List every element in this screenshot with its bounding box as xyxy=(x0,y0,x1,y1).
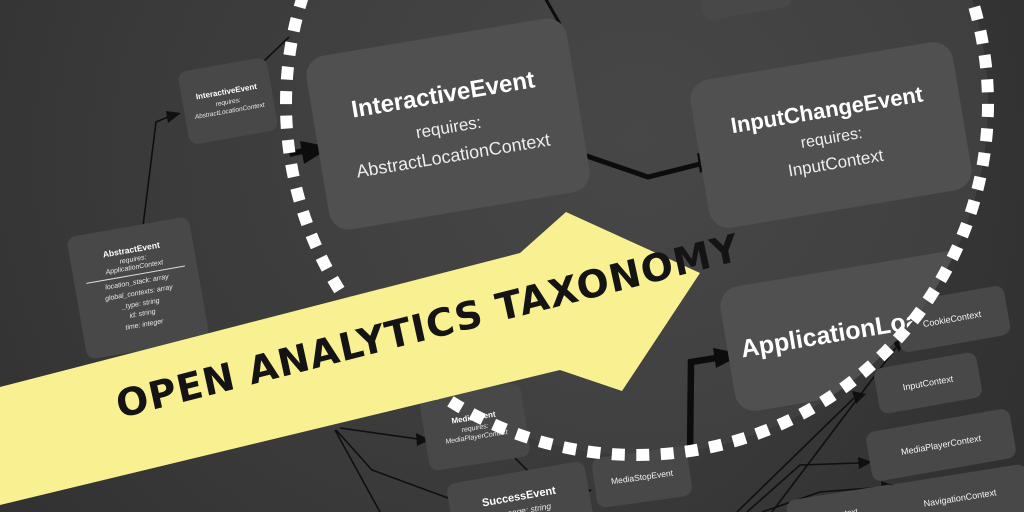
arrow-shape xyxy=(0,212,700,505)
